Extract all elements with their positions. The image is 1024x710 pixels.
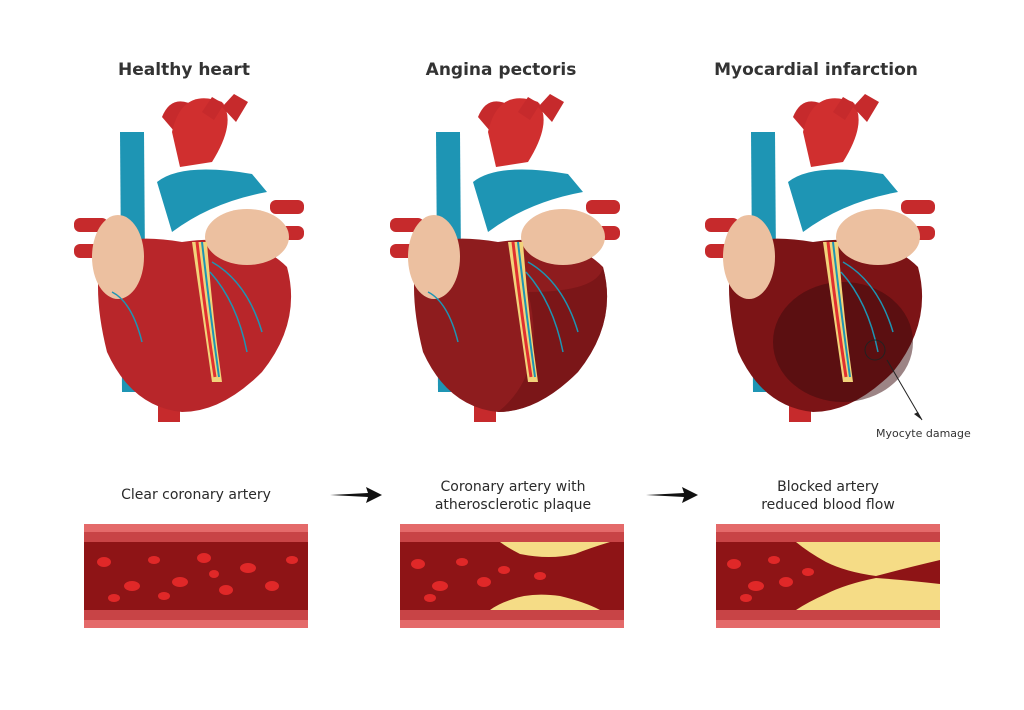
left-atrium	[521, 209, 605, 265]
ventricle-shape	[98, 238, 292, 412]
caption-blocked-artery: Blocked artery reduced blood flow	[761, 479, 895, 513]
title-myocardial-infarction: Myocardial infarction	[714, 60, 918, 80]
myocyte-damage-label: Myocyte damage	[876, 427, 971, 440]
caption-clear-artery: Clear coronary artery	[121, 487, 271, 503]
right-atrium	[92, 215, 144, 299]
right-atrium	[723, 215, 775, 299]
healthy-heart-illustration	[74, 94, 304, 422]
title-angina-pectoris: Angina pectoris	[425, 60, 577, 80]
angina-heart-illustration	[390, 94, 620, 422]
blood-cells	[727, 556, 814, 602]
plaque-bottom	[796, 578, 940, 610]
title-healthy-heart: Healthy heart	[118, 60, 250, 80]
right-atrium	[408, 215, 460, 299]
progression-arrow	[646, 487, 698, 503]
left-atrium	[205, 209, 289, 265]
left-atrium	[836, 209, 920, 265]
blood-cells	[97, 553, 298, 602]
plaque-top	[796, 542, 940, 576]
progression-arrow	[330, 487, 382, 503]
plaque-artery-section	[400, 524, 624, 628]
blood-cells	[411, 558, 546, 602]
blocked-artery-section	[716, 524, 940, 628]
caption-plaque-artery: Coronary artery with atherosclerotic pla…	[434, 479, 592, 513]
damage-marker	[864, 339, 886, 361]
plaque-top	[500, 542, 610, 557]
plaque-bottom	[490, 594, 600, 610]
infarction-heart-illustration	[705, 94, 935, 422]
clear-artery-section	[84, 524, 308, 628]
